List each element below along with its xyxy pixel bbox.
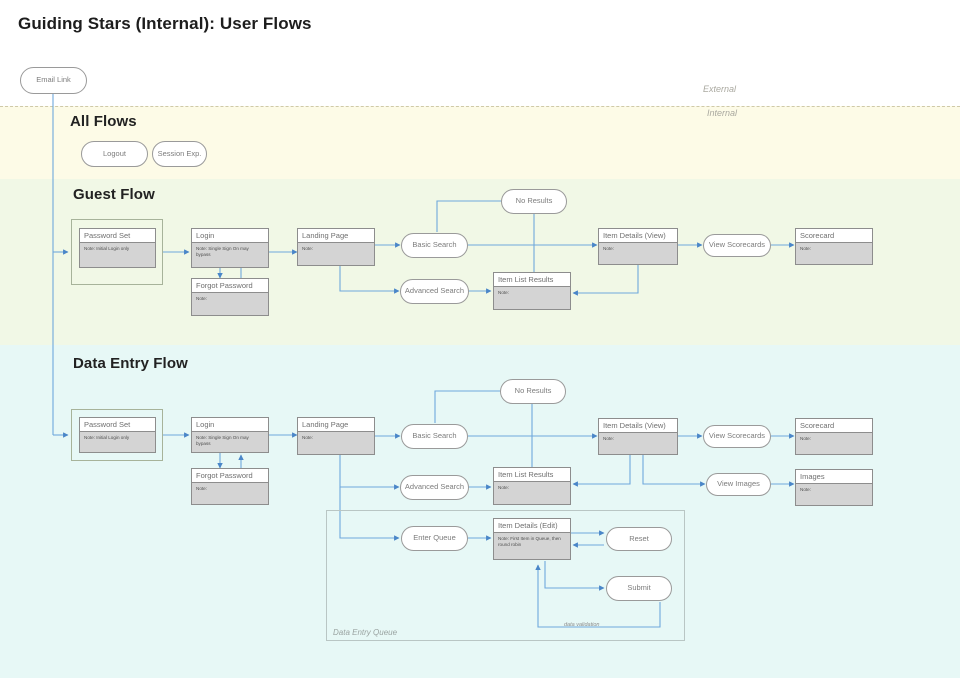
card-note: Note:: [196, 296, 207, 302]
guest-card-scorecard[interactable]: Scorecard Note:: [795, 228, 873, 265]
card-note: Note:: [498, 485, 509, 491]
node-label: View Scorecards: [708, 431, 766, 441]
edge-label-data-validation: data validation: [564, 622, 600, 628]
card-title: Login: [192, 418, 268, 433]
guest-node-basic-search[interactable]: Basic Search: [401, 233, 468, 258]
card-title: Forgot Password: [192, 469, 268, 484]
card-note: Note:: [603, 246, 614, 252]
node-label: Advanced Search: [404, 482, 465, 492]
card-note: Note:: [800, 246, 811, 252]
card-title: Password Set: [80, 229, 155, 244]
card-title: Scorecard: [796, 229, 872, 244]
data-card-images[interactable]: Images Note:: [795, 469, 873, 506]
guest-card-login[interactable]: Login Note: Single Sign On may bypass: [191, 228, 269, 268]
card-title: Password Set: [80, 418, 155, 433]
card-note: Note: Single Sign On may bypass: [196, 246, 249, 257]
guest-card-forgot-password[interactable]: Forgot Password Note:: [191, 278, 269, 316]
card-title: Landing Page: [298, 229, 374, 244]
node-label: No Results: [515, 196, 553, 206]
card-note: Note:: [498, 290, 509, 296]
node-label: Basic Search: [412, 431, 457, 441]
card-title: Login: [192, 229, 268, 244]
card-title: Item Details (Edit): [494, 519, 570, 534]
card-note: Note:: [302, 435, 313, 441]
card-note: Note: Initial Login only: [84, 435, 130, 441]
card-note: Note:: [800, 487, 811, 493]
data-card-item-details-view[interactable]: Item Details (View) Note:: [598, 418, 678, 455]
data-node-basic-search[interactable]: Basic Search: [401, 424, 468, 449]
node-label: Session Exp.: [157, 148, 202, 158]
guest-node-view-scorecards[interactable]: View Scorecards: [703, 234, 771, 257]
node-label: Enter Queue: [413, 533, 456, 543]
card-note: Note: Single Sign On may bypass: [196, 435, 249, 446]
data-node-advanced-search[interactable]: Advanced Search: [400, 475, 469, 500]
card-note: Note:: [603, 436, 614, 442]
guest-card-item-list-results[interactable]: Item List Results Note:: [493, 272, 571, 310]
node-label: View Scorecards: [708, 240, 766, 250]
data-card-item-list-results[interactable]: Item List Results Note:: [493, 467, 571, 505]
data-card-password-set[interactable]: Password Set Note: Initial Login only: [79, 417, 156, 453]
guest-card-landing-page[interactable]: Landing Page Note:: [297, 228, 375, 266]
node-email-link[interactable]: Email Link: [20, 67, 87, 94]
node-label: Reset: [629, 533, 649, 543]
guest-node-no-results[interactable]: No Results: [501, 189, 567, 214]
guest-card-item-details-view[interactable]: Item Details (View) Note:: [598, 228, 678, 265]
data-node-submit[interactable]: Submit: [606, 576, 672, 601]
node-label: Basic Search: [412, 240, 457, 250]
data-password-set-container: [71, 409, 163, 461]
external-zone-label: External: [703, 84, 737, 94]
data-node-view-images[interactable]: View Images: [706, 473, 771, 496]
node-label: Email Link: [36, 75, 71, 85]
data-node-enter-queue[interactable]: Enter Queue: [401, 526, 468, 551]
data-card-landing-page[interactable]: Landing Page Note:: [297, 417, 375, 455]
external-internal-divider: [0, 106, 960, 107]
guest-password-set-container: [71, 219, 163, 285]
card-title: Images: [796, 470, 872, 485]
card-title: Scorecard: [796, 419, 872, 434]
data-node-reset[interactable]: Reset: [606, 527, 672, 551]
card-title: Item Details (View): [599, 419, 677, 434]
node-session-exp[interactable]: Session Exp.: [152, 141, 207, 167]
card-note: Note: First Item in Queue, then round ro…: [498, 536, 561, 547]
data-card-item-details-edit[interactable]: Item Details (Edit) Note: First Item in …: [493, 518, 571, 560]
data-entry-queue-group-label: Data Entry Queue: [333, 628, 398, 637]
node-label: Logout: [103, 148, 126, 158]
section-title-guest-flow: Guest Flow: [73, 186, 155, 203]
card-title: Item List Results: [494, 273, 570, 288]
data-node-view-scorecards[interactable]: View Scorecards: [703, 425, 771, 448]
card-note: Note:: [800, 436, 811, 442]
section-title-data-entry-flow: Data Entry Flow: [73, 355, 188, 372]
card-title: Landing Page: [298, 418, 374, 433]
node-label: Submit: [627, 583, 651, 593]
guest-node-advanced-search[interactable]: Advanced Search: [400, 279, 469, 304]
band-all-flows: [0, 106, 960, 179]
card-note: Note:: [196, 486, 207, 492]
data-card-forgot-password[interactable]: Forgot Password Note:: [191, 468, 269, 505]
data-entry-queue-group: [326, 510, 685, 641]
page-title: Guiding Stars (Internal): User Flows: [18, 14, 312, 33]
guest-card-password-set[interactable]: Password Set Note: Initial Login only: [79, 228, 156, 268]
data-card-scorecard[interactable]: Scorecard Note:: [795, 418, 873, 455]
card-note: Note:: [302, 246, 313, 252]
node-label: No Results: [514, 386, 552, 396]
card-title: Item List Results: [494, 468, 570, 483]
section-title-all-flows: All Flows: [70, 113, 137, 130]
node-label: View Images: [717, 479, 760, 489]
node-label: Advanced Search: [404, 286, 465, 296]
data-node-no-results[interactable]: No Results: [500, 379, 566, 404]
internal-zone-label: Internal: [707, 108, 738, 118]
card-note: Note: Initial Login only: [84, 246, 130, 252]
card-title: Item Details (View): [599, 229, 677, 244]
node-logout[interactable]: Logout: [81, 141, 148, 167]
card-title: Forgot Password: [192, 279, 268, 294]
data-card-login[interactable]: Login Note: Single Sign On may bypass: [191, 417, 269, 453]
